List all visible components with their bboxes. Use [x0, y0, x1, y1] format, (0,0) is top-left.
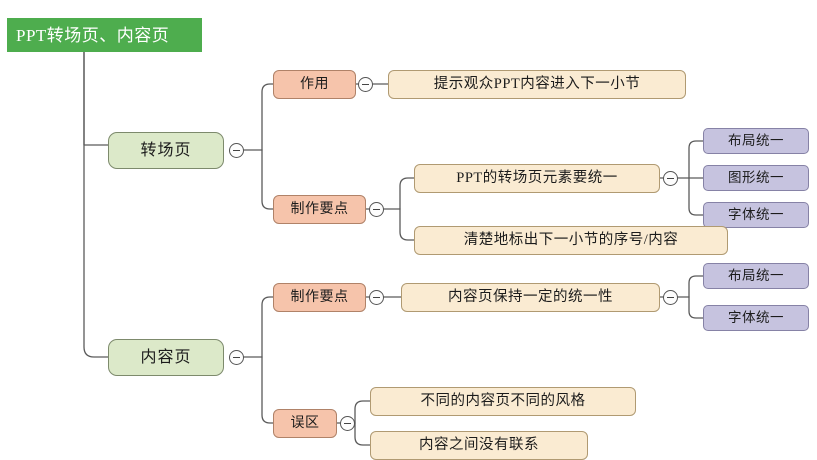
- minus-bar: [233, 149, 240, 152]
- edge-ncyleaf-to-sub1: [688, 275, 704, 298]
- edge-ncy-to-wuqu: [261, 356, 274, 424]
- leaf-node-ppt-yuansu-tongyi-label: PPT的转场页元素要统一: [456, 170, 618, 187]
- edge-ncyleaf-to-sub2: [688, 296, 704, 319]
- sub-node-tuxingtongyi[interactable]: 图形统一: [703, 165, 809, 191]
- branch-node-wuqu-label: 误区: [290, 415, 320, 431]
- branch-node-zhizuoyaodian-ncy-label: 制作要点: [290, 289, 349, 305]
- minus-bar: [667, 296, 674, 299]
- branch-node-zhuanchangye-label: 转场页: [140, 141, 192, 159]
- edge-zzyd1-to-leaf2: [399, 208, 415, 241]
- leaf-node-baochi-tongyixing[interactable]: 内容页保持一定的统一性: [401, 283, 660, 312]
- minus-circle-icon-wuqu[interactable]: [340, 416, 355, 431]
- sub-node-bujutongyi-2[interactable]: 布局统一: [703, 263, 809, 289]
- branch-node-zhizuoyaodian-zcy-label: 制作要点: [290, 201, 349, 217]
- minus-circle-icon-zhizuoyaodian-ncy[interactable]: [369, 290, 384, 305]
- leaf-node-qingchu-biaochu[interactable]: 清楚地标出下一小节的序号/内容: [414, 226, 728, 255]
- edge-wuqu-to-leaf2: [354, 422, 371, 446]
- minus-circle-icon-zuoyong[interactable]: [358, 77, 373, 92]
- branch-node-neirongye-label: 内容页: [140, 348, 192, 366]
- edge-root-to-neirongye: [83, 51, 109, 358]
- branch-node-zuoyong-label: 作用: [300, 76, 329, 92]
- leaf-node-butong-fengge[interactable]: 不同的内容页不同的风格: [370, 387, 636, 416]
- edge-root-to-zhuanchangye: [83, 51, 109, 146]
- minus-bar: [233, 356, 240, 359]
- minus-bar: [373, 208, 380, 211]
- branch-node-zhuanchangye[interactable]: 转场页: [108, 132, 224, 169]
- minus-circle-icon-zhuanchangye[interactable]: [229, 143, 244, 158]
- sub-node-bujutongyi-1-label: 布局统一: [728, 133, 784, 149]
- edge-leaf1-to-sub3: [688, 177, 704, 216]
- minus-bar: [373, 296, 380, 299]
- sub-node-zitingtongyi-1[interactable]: 字体统一: [703, 202, 809, 228]
- branch-node-zhizuoyaodian-ncy[interactable]: 制作要点: [273, 283, 366, 312]
- root-node[interactable]: PPT转场页、内容页: [7, 18, 202, 52]
- leaf-node-qingchu-biaochu-label: 清楚地标出下一小节的序号/内容: [463, 232, 679, 249]
- minus-circle-icon-neirongye[interactable]: [229, 350, 244, 365]
- minus-bar: [344, 422, 351, 425]
- leaf-node-butong-fengge-label: 不同的内容页不同的风格: [420, 393, 586, 410]
- edge-zcy-to-zuoyong: [261, 83, 274, 151]
- sub-node-zitingtongyi-2-label: 字体统一: [728, 310, 784, 326]
- minus-bar: [667, 177, 674, 180]
- leaf-node-baochi-tongyixing-label: 内容页保持一定的统一性: [448, 289, 613, 306]
- minus-bar: [362, 83, 369, 86]
- sub-node-bujutongyi-2-label: 布局统一: [728, 268, 784, 284]
- edge-zzyd1-to-leaf1: [399, 177, 415, 210]
- leaf-node-tishi-guanzhong[interactable]: 提示观众PPT内容进入下一小节: [388, 70, 686, 99]
- minus-circle-icon-zhizuoyaodian-zcy[interactable]: [369, 202, 384, 217]
- minus-circle-icon-baochi-tongyixing[interactable]: [663, 290, 678, 305]
- leaf-node-tishi-guanzhong-label: 提示观众PPT内容进入下一小节: [433, 76, 641, 93]
- leaf-node-meiyou-lianxi[interactable]: 内容之间没有联系: [370, 431, 588, 460]
- branch-node-wuqu[interactable]: 误区: [273, 409, 337, 438]
- edge-wuqu-to-leaf1: [354, 400, 371, 424]
- root-node-label: PPT转场页、内容页: [16, 25, 170, 45]
- sub-node-zitingtongyi-2[interactable]: 字体统一: [703, 305, 809, 331]
- edge-zcy-to-zzyd: [261, 149, 274, 210]
- leaf-node-ppt-yuansu-tongyi[interactable]: PPT的转场页元素要统一: [414, 164, 660, 193]
- leaf-node-meiyou-lianxi-label: 内容之间没有联系: [419, 437, 539, 454]
- minus-circle-icon-ppt-yuansu-tongyi[interactable]: [663, 171, 678, 186]
- branch-node-zuoyong[interactable]: 作用: [273, 70, 356, 99]
- edge-ncy-to-zzyd2: [261, 296, 274, 358]
- sub-node-tuxingtongyi-label: 图形统一: [728, 170, 784, 186]
- branch-node-zhizuoyaodian-zcy[interactable]: 制作要点: [273, 195, 366, 224]
- edge-leaf1-to-sub1: [688, 140, 704, 179]
- sub-node-bujutongyi-1[interactable]: 布局统一: [703, 128, 809, 154]
- sub-node-zitingtongyi-1-label: 字体统一: [728, 207, 784, 223]
- branch-node-neirongye[interactable]: 内容页: [108, 339, 224, 376]
